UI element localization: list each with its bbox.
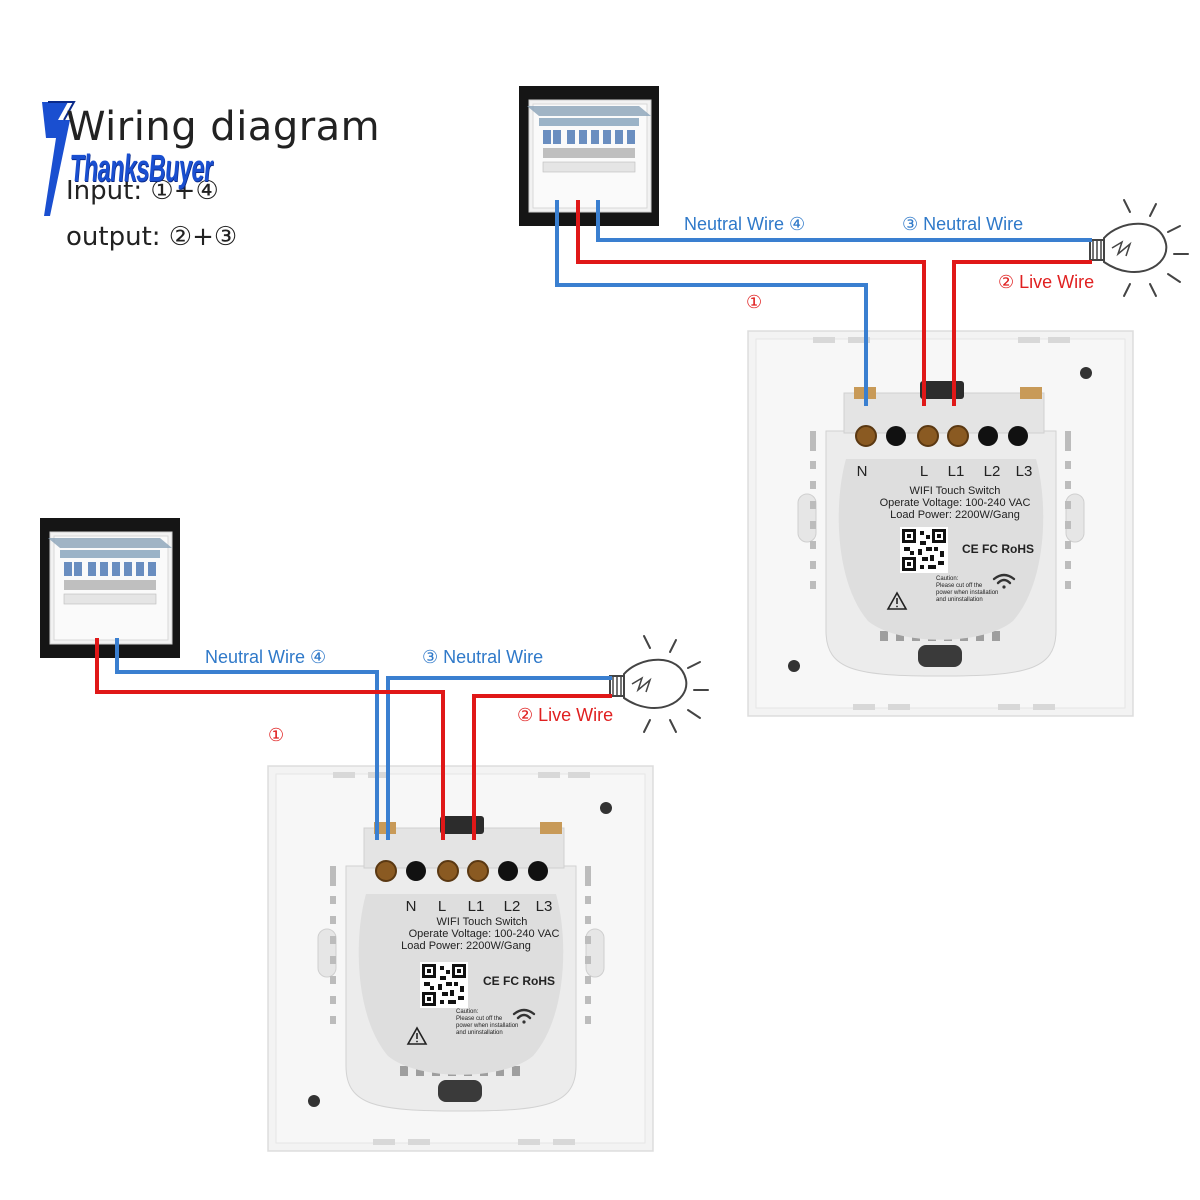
bottom-label-neutral-4: Neutral Wire ④ xyxy=(205,647,326,667)
bottom-label-neutral-3: ③ Neutral Wire xyxy=(422,647,543,667)
terminal-l3: L3 xyxy=(536,898,553,915)
bottom-wire-4-neutral xyxy=(115,638,379,840)
label-line-2: Operate Voltage: 100-240 VAC xyxy=(880,497,1031,509)
top-label-neutral-4: Neutral Wire ④ xyxy=(684,214,805,234)
top-wire-l-live xyxy=(576,200,926,406)
top-switch xyxy=(746,329,1135,718)
bottom-switch xyxy=(266,764,655,1153)
bottom-bulb xyxy=(609,635,709,733)
top-breaker-box xyxy=(518,85,660,227)
page-title: Wiring diagram xyxy=(66,104,381,150)
terminal-l3: L3 xyxy=(1016,463,1033,480)
bottom-wires xyxy=(95,638,612,840)
terminal-l2: L2 xyxy=(504,898,521,915)
bottom-marker-1: ① xyxy=(268,725,284,745)
label-caution-1: Please cut off the xyxy=(936,583,983,589)
terminal-l: L xyxy=(438,898,446,915)
top-bulb xyxy=(1089,199,1189,297)
bottom-wire-3-neutral xyxy=(386,676,612,840)
label-line-1: WIFI Touch Switch xyxy=(910,485,1001,497)
terminal-l1: L1 xyxy=(468,898,485,915)
bottom-wire-1-live xyxy=(95,638,445,840)
output-formula: output: ②+③ xyxy=(66,222,238,252)
terminal-l1: L1 xyxy=(948,463,965,480)
terminal-n: N xyxy=(406,898,417,915)
label-caution-1: Please cut off the xyxy=(456,1016,503,1022)
top-wire-3-neutral xyxy=(922,245,1092,260)
top-wires xyxy=(555,200,1092,406)
top-label-live-2: ② Live Wire xyxy=(998,272,1094,292)
label-line-3: Load Power: 2200W/Gang xyxy=(401,940,531,952)
top-switch-label: N L L1 L2 L3 WIFI Touch Switch Operate V… xyxy=(857,463,1034,603)
label-certs: CE FC RoHS xyxy=(483,974,555,988)
terminal-l2: L2 xyxy=(984,463,1001,480)
label-line-2: Operate Voltage: 100-240 VAC xyxy=(409,928,560,940)
label-line-1: WIFI Touch Switch xyxy=(437,916,528,928)
label-caution-3: and uninstallation xyxy=(456,1030,503,1036)
label-caution-title: Caution: xyxy=(936,576,959,582)
label-certs: CE FC RoHS xyxy=(962,542,1034,556)
terminal-l: L xyxy=(920,463,928,480)
bottom-switch-label: N L L1 L2 L3 WIFI Touch Switch Operate V… xyxy=(401,898,559,1036)
top-wire-1-neutral xyxy=(555,200,868,406)
label-caution-3: and uninstallation xyxy=(936,597,983,603)
terminal-n: N xyxy=(857,463,868,480)
bottom-label-live-2: ② Live Wire xyxy=(517,705,613,725)
top-wire-4-neutral xyxy=(596,200,1092,242)
label-line-3: Load Power: 2200W/Gang xyxy=(890,509,1020,521)
bottom-breaker-box xyxy=(39,517,181,659)
top-marker-1: ① xyxy=(746,292,762,312)
input-formula: Input: ①+④ xyxy=(66,176,219,206)
label-caution-2: power when installation xyxy=(456,1023,518,1029)
label-caution-title: Caution: xyxy=(456,1009,479,1015)
top-wire-2-live xyxy=(952,260,1092,406)
bottom-wire-2-live xyxy=(472,694,612,840)
label-caution-2: power when installation xyxy=(936,590,998,596)
top-label-neutral-3: ③ Neutral Wire xyxy=(902,214,1023,234)
